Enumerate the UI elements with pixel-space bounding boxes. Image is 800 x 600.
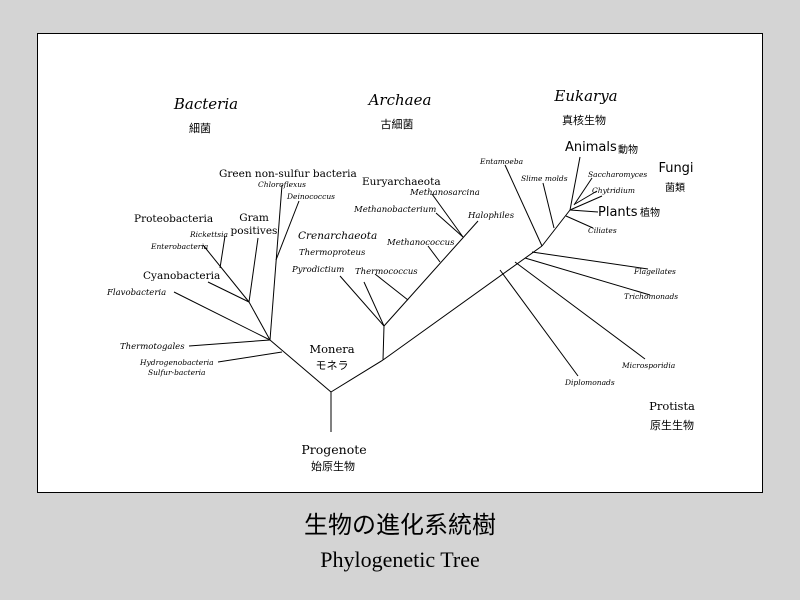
label-chytridium: Chytridium [592,186,635,195]
branch-plants [569,209,599,213]
label-thermococcus: Thermococcus [355,267,418,277]
domain-eukarya-label: Eukarya [553,87,617,105]
branch-diplomonads [499,269,579,377]
label-plants: Plants [598,205,638,220]
label-methanobacterium: Methanobacterium [353,205,436,215]
tree-branches [173,156,651,432]
node-progenote-jp: 始原生物 [311,459,355,473]
branch-ciliates [565,215,594,229]
label-positives: positives [231,225,278,237]
node-protista-label: Protista [649,399,695,413]
caption-english-title: Phylogenetic Tree [320,547,480,572]
branch-fungi [569,195,603,211]
branch-microsporidia [514,261,646,360]
label-animals: Animals [565,140,617,155]
branch-thermotogales [188,339,271,347]
node-protista-jp: 原生生物 [650,418,694,432]
label-flavobacteria: Flavobacteria [106,288,166,298]
label-methanosarcina: Methanosarcina [409,188,480,198]
label-plants-jp: 植物 [640,206,660,219]
label-microsporidia: Microsporidia [621,361,675,370]
domain-bacteria-jp: 細菌 [189,122,211,135]
branch-main-trunk [330,359,384,393]
branch-proteobacteria [202,244,250,303]
label-entamoeba: Entamoeba [479,157,523,166]
label-cyanobacteria: Cyanobacteria [143,270,220,282]
domain-archaea-jp: 古細菌 [381,118,414,131]
branch-flagellates [531,251,649,270]
branch-trichomonads [524,257,651,296]
label-trichomonads: Trichomonads [624,292,678,301]
branch-rickettsia [219,235,226,269]
branch-methanosarcina [431,193,464,238]
branch-slime-molds [542,182,555,229]
branch-bacteria-trunk [269,339,332,393]
label-gram: Gram [239,212,269,224]
branch-euryarchaeota [383,220,479,327]
label-pyrodictium: Pyrodictium [291,265,344,275]
branch-flavobacteria [173,291,271,341]
caption-japanese-title: 生物の進化系統樹 [304,511,496,539]
label-fungi-jp: 菌類 [665,182,685,194]
label-fungi: Fungi [658,161,693,176]
label-euryarchaeota: Euryarchaeota [362,176,441,188]
branch-saccharomyces [573,177,593,206]
label-methanococcus: Methanococcus [386,238,455,248]
branch-methanobacterium [435,212,464,238]
branch-gram-positives [248,237,259,303]
label-enterobacteria: Enterobacteria [150,242,208,251]
label-flagellates: Flagellates [633,267,676,276]
branch-methanococcus [427,245,441,263]
branch-entamoeba [504,164,543,247]
label-thermotogales: Thermotogales [120,342,185,352]
domain-eukarya-jp: 真核生物 [562,113,606,127]
node-progenote-label: Progenote [301,442,366,457]
label-deinococcus: Deinococcus [286,192,335,201]
label-hydrogenobacteria: Hydrogenobacteria [139,358,214,367]
branch-cyanobacteria [207,281,250,303]
domain-bacteria-label: Bacteria [173,95,238,113]
label-halophiles: Halophiles [467,211,515,221]
branch-thermococcus [374,273,409,301]
label-sulfur-bacteria: Sulfur-bacteria [148,368,205,377]
label-animals-jp: 動物 [618,143,638,156]
label-green-nonsulfur: Green non-sulfur bacteria [219,168,357,180]
label-thermoproteus: Thermoproteus [299,248,366,258]
label-chloroflexus: Chloroflexus [258,180,306,189]
label-saccharomyces: Saccharomyces [588,170,647,179]
node-monera-label: Monera [309,342,354,356]
branch-crenarchaeota [363,281,385,327]
branch-purple-cyano [248,301,271,341]
node-monera-jp: モネラ [316,359,349,372]
branch-main-bacteria [269,184,283,341]
label-proteobacteria: Proteobacteria [134,213,213,225]
label-slime-molds: Slime molds [521,174,568,183]
diagram-panel [37,33,763,493]
branch-animals [569,156,581,211]
branch-hydrogenobacteria [217,351,283,363]
label-crenarchaeota: Crenarchaeota [298,230,377,242]
branch-pyrodictium [339,275,385,327]
branch-deinococcus [275,200,300,261]
branch-archaea-eukarya [382,325,385,361]
branch-crown [541,209,571,247]
domain-archaea-label: Archaea [367,91,432,109]
label-ciliates: Ciliates [588,226,617,235]
label-diplomonads: Diplomonads [564,378,615,387]
branch-eukarya-trunk [382,245,543,361]
label-rickettsia: Rickettsia [189,230,228,239]
branch-chytridium [574,190,598,205]
